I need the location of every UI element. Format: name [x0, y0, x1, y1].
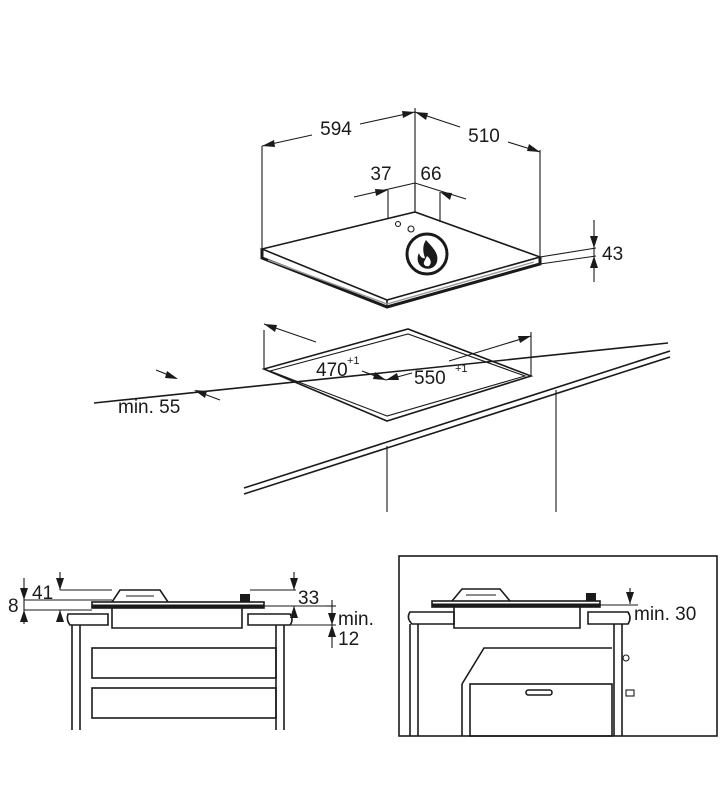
worktop-left-slab-2	[407, 611, 455, 625]
dim-12-label: 12	[338, 629, 359, 650]
dim-43-label: 43	[602, 244, 623, 265]
worktop-right-slab-2	[587, 611, 631, 625]
worktop-front-edge-bottom	[243, 356, 671, 495]
dim-66-label: 66	[420, 164, 441, 185]
gas-inlet-hole	[394, 220, 402, 228]
worktop	[93, 328, 671, 512]
dim-37-label: 37	[370, 164, 391, 185]
dim-hob-depth: 510	[414, 111, 541, 257]
dim-510-label: 510	[468, 126, 500, 147]
dim-594-label: 594	[320, 119, 352, 140]
pan-support-side	[111, 589, 169, 603]
gas-inlet-hole-2	[407, 225, 415, 233]
dim-cutout-width: 550 +1	[385, 335, 532, 389]
hob-3d	[259, 211, 543, 309]
hob-frame-shadow	[267, 259, 535, 305]
dim-min30-label: min. 30	[634, 604, 696, 625]
dim-550-label: 550	[414, 368, 446, 389]
side-view-left	[66, 589, 293, 730]
oven-top-edge	[461, 647, 612, 685]
knob-side	[240, 594, 250, 602]
dim-8-label: 8	[8, 596, 19, 617]
dim-41-label: 41	[32, 583, 53, 604]
hob-body-side	[111, 608, 243, 629]
worktop-back-edge	[93, 342, 669, 404]
hob-top-surface	[259, 211, 543, 301]
knob-side-2	[586, 593, 596, 601]
worktop-left-slab	[66, 613, 109, 626]
cutout-inner	[268, 333, 527, 417]
dim-cutout-depth: 470 +1	[263, 323, 387, 381]
oven-handle	[525, 689, 553, 696]
hob-body-side-2	[453, 607, 581, 629]
side-view-right-frame	[398, 555, 718, 737]
dim-hob-height: 43	[539, 220, 623, 282]
hob-edge	[260, 249, 542, 309]
dim-gas-offset: 37 66	[353, 164, 467, 222]
worktop-right-slab	[247, 613, 293, 626]
dim-hob-width: 594	[261, 108, 416, 249]
drawer-1	[91, 647, 277, 679]
dim-edge-distance: min. 55	[118, 369, 221, 418]
dim-550-tolerance: +1	[455, 363, 468, 375]
dim-min-label: min.	[338, 609, 374, 630]
dim-side-left: 41 8	[8, 572, 112, 624]
drawer-2	[91, 687, 277, 719]
dim-33-label: 33	[298, 588, 319, 609]
oven-body	[469, 683, 613, 737]
gas-flame-icon	[405, 232, 449, 276]
dim-min55-label: min. 55	[118, 397, 180, 418]
dim-470-label: 470	[316, 360, 348, 381]
dim-side-right: 33 min. 12	[250, 572, 374, 650]
side-view-right: min. 30	[398, 555, 718, 737]
worktop-front-edge-top	[243, 350, 671, 489]
dim-470-tolerance: +1	[347, 355, 360, 367]
pan-support-side-2	[451, 588, 511, 602]
